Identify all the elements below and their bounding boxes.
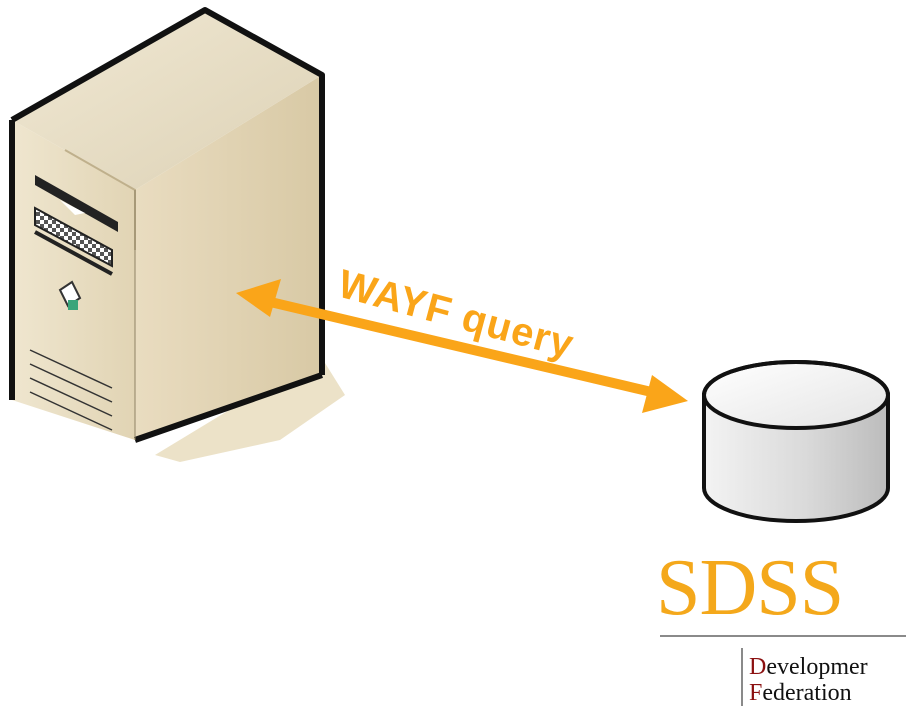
logo-line-2-rest: ederation <box>762 680 852 706</box>
logo-vertical-bar <box>741 648 743 706</box>
drive-bay-2 <box>34 206 113 276</box>
logo-line-2: Federation <box>749 680 852 706</box>
server-side-face <box>135 75 322 440</box>
logo-line-1: Developmer <box>749 654 868 680</box>
server-top-face <box>12 10 322 190</box>
arrowhead-left-icon <box>236 279 281 317</box>
logo-line-2-initial: F <box>749 680 763 706</box>
logo-line-1-initial: D <box>749 654 767 680</box>
database-body <box>702 393 890 523</box>
logo-wordmark: SDSS <box>656 544 844 632</box>
server-tower-icon <box>9 7 345 462</box>
power-button-icon <box>58 280 82 310</box>
arrowhead-right-icon <box>642 375 688 413</box>
vent-lines <box>29 349 113 431</box>
server-front-face <box>12 120 135 440</box>
logo-divider <box>660 635 906 637</box>
database-cylinder-icon <box>702 360 890 523</box>
wayf-query-arrow <box>236 279 688 413</box>
logo-line-1-rest: evelopmer <box>766 654 868 680</box>
drive-bay-1 <box>35 175 118 232</box>
